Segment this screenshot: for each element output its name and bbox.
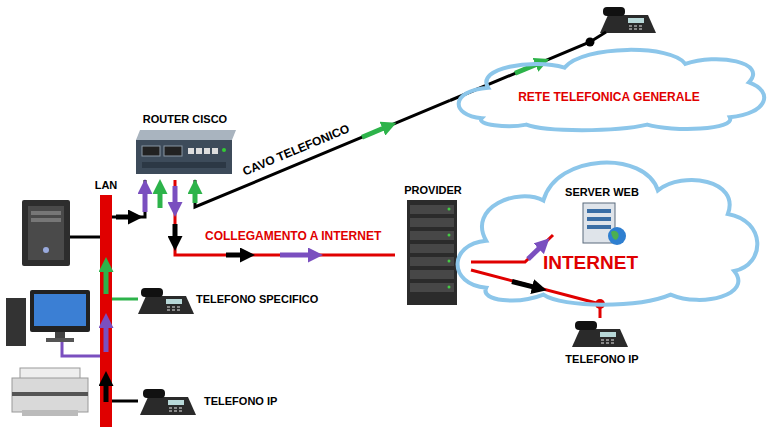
desktop-pc — [55, 332, 65, 338]
cable-line — [112, 400, 138, 403]
cable-line — [112, 298, 138, 301]
node-label: TELEFONO IP — [204, 394, 277, 408]
desktop-pc — [34, 294, 86, 326]
lan-wire — [62, 342, 100, 356]
web-server-icon — [608, 227, 626, 245]
server-rack — [448, 234, 451, 237]
server-rack — [410, 270, 454, 279]
server-rack — [410, 205, 454, 214]
router-icon — [204, 148, 210, 154]
cloud-outline — [448, 140, 766, 308]
flow-arrow — [116, 215, 134, 220]
flow-arrow — [173, 186, 178, 208]
flow-arrow — [362, 126, 388, 137]
server-rack — [448, 286, 451, 289]
router-icon — [164, 146, 182, 156]
router-icon — [188, 148, 194, 154]
node-label: LAN — [92, 178, 120, 192]
flow-arrow — [226, 253, 246, 258]
provider-node: PROVIDER — [395, 183, 471, 308]
cloud-region: INTERNET SERVER WEB — [448, 140, 766, 308]
lan-bar — [100, 195, 112, 427]
lan-wire — [70, 236, 100, 239]
desktop-pc — [46, 338, 74, 342]
computer-tower — [22, 200, 70, 266]
lan-bus: LAN — [100, 195, 112, 427]
computer-tower — [43, 247, 49, 253]
printer — [12, 378, 88, 412]
printer — [12, 368, 88, 416]
flow-arrow — [512, 282, 538, 289]
router-node: ROUTER CISCO — [132, 112, 238, 180]
flow-arrow — [104, 380, 109, 402]
phone-node: TELEFONO SPECIFICO — [138, 283, 328, 315]
server-rack — [410, 244, 454, 253]
phone-icon — [138, 288, 194, 314]
cable-line — [471, 270, 600, 318]
server-node: SERVER WEB — [553, 185, 651, 245]
router-icon — [136, 130, 236, 174]
phone-icon — [572, 321, 628, 347]
router-icon — [142, 162, 226, 168]
server-rack — [407, 200, 457, 305]
computer-tower — [28, 206, 64, 260]
router-icon — [136, 130, 236, 140]
web-server-icon — [611, 231, 619, 240]
phone-icon — [140, 389, 196, 415]
flow-arrow — [280, 253, 314, 258]
web-server-icon — [587, 209, 611, 213]
server-rack — [410, 257, 454, 266]
router-icon — [212, 148, 218, 154]
node-label: SERVER WEB — [553, 185, 651, 199]
cloud-outline — [450, 40, 768, 132]
cable-line — [175, 180, 395, 255]
server-rack — [448, 260, 451, 263]
flow-arrow — [173, 224, 178, 242]
web-server-icon — [587, 217, 611, 221]
phone-node: TELEFONO IP — [550, 318, 654, 368]
printer — [12, 392, 88, 396]
flow-arrow — [193, 188, 198, 203]
router-icon — [136, 140, 232, 174]
node-label: TELEFONO IP — [550, 352, 654, 366]
cloud-region: RETE TELEFONICA GENERALE — [450, 40, 768, 132]
flow-arrow — [158, 188, 163, 208]
server-rack — [410, 218, 454, 227]
computer-tower — [22, 200, 70, 266]
server-rack — [410, 231, 454, 240]
flow-arrow — [104, 266, 109, 294]
printer — [22, 410, 78, 416]
computer-tower — [31, 218, 61, 222]
flow-arrow — [104, 322, 109, 352]
router-icon — [222, 148, 226, 152]
flow-arrow — [528, 245, 543, 260]
router-icon — [142, 146, 160, 156]
phone-icon — [600, 7, 656, 33]
desktop-pc — [6, 290, 90, 346]
web-server-icon — [583, 203, 626, 245]
server-rack — [407, 200, 457, 305]
node-label: TELEFONO SPECIFICO — [196, 292, 318, 306]
router-icon — [196, 148, 202, 154]
web-server-icon — [587, 225, 611, 229]
desktop-pc — [30, 290, 90, 332]
cable-label: CAVO TELEFONICO — [241, 121, 352, 178]
computer-tower — [31, 211, 61, 215]
node-label: PROVIDER — [395, 183, 471, 197]
cable-label: COLLEGAMENTO A INTERNET — [205, 229, 381, 243]
node-label: INTERNET — [543, 252, 638, 274]
node-label: ROUTER CISCO — [132, 112, 238, 126]
node-label: RETE TELEFONICA GENERALE — [450, 90, 768, 104]
desktop-pc — [6, 298, 26, 346]
flow-arrow — [143, 188, 148, 212]
cloud-outline — [458, 162, 758, 304]
server-rack — [448, 208, 451, 211]
phone-node: TELEFONO IP — [138, 384, 286, 418]
junction-dot — [586, 38, 595, 47]
server-rack — [410, 283, 454, 292]
